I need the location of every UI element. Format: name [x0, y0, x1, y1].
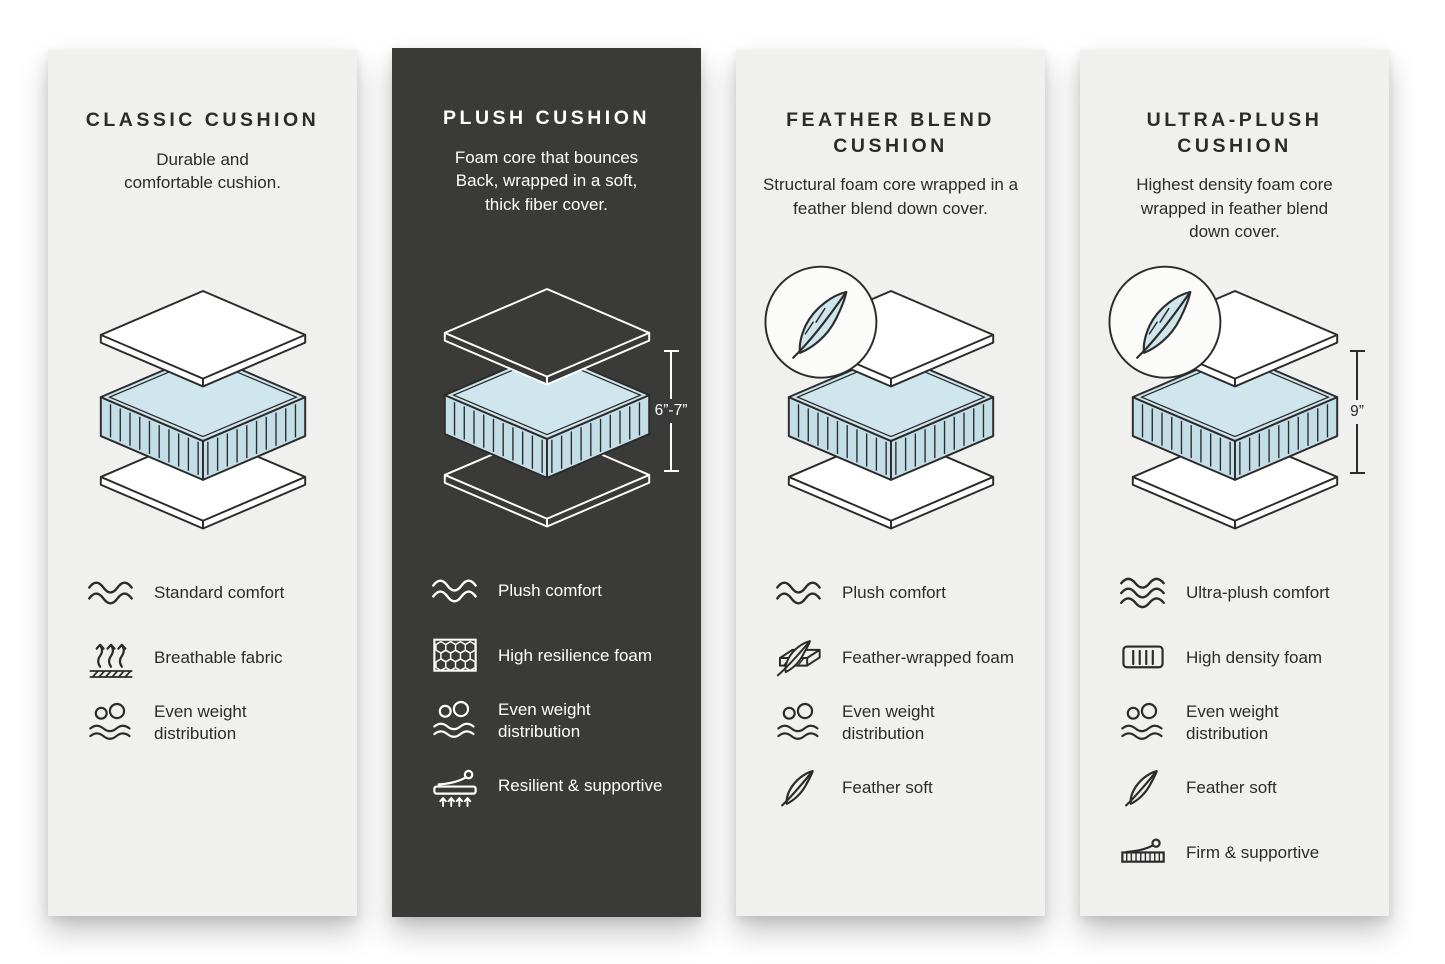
feature-row: Even weight distribution — [86, 700, 347, 746]
cushion-diagram — [736, 256, 1045, 548]
card-classic-cushion: CLASSIC CUSHION Durable and comfortable … — [48, 50, 357, 916]
card-description: Foam core that bounces Back, wrapped in … — [454, 147, 639, 214]
feature-row: Even weight distribution — [430, 698, 691, 744]
feature-label: Even weight distribution — [1186, 701, 1279, 743]
firm-supportive-icon — [1118, 830, 1168, 876]
feature-label: Standard comfort — [154, 582, 285, 602]
feather-badge-icon — [763, 265, 877, 379]
cushion-stack-illustration — [99, 290, 306, 530]
feature-label: Feather soft — [1186, 777, 1277, 797]
height-measurement: 6”-7” — [653, 350, 689, 472]
feature-row: Standard comfort — [86, 570, 347, 616]
card-ultra-plush-cushion: ULTRA-PLUSH CUSHION Highest density foam… — [1080, 50, 1389, 916]
measure-label: 6”-7” — [653, 399, 689, 423]
feature-row: Resilient & supportive — [430, 763, 691, 809]
feature-label: Feather soft — [842, 777, 933, 797]
card-description: Structural foam core wrapped in a feathe… — [762, 175, 1019, 218]
feather-wrapped-foam-icon — [774, 635, 824, 681]
card-title: PLUSH CUSHION — [443, 107, 650, 129]
measure-cap-top — [1349, 350, 1365, 352]
feature-row: Even weight distribution — [1118, 700, 1379, 746]
wave-icon — [774, 570, 824, 616]
feature-row: Even weight distribution — [774, 700, 1035, 746]
wave-icon — [86, 570, 136, 616]
feature-label: Firm & supportive — [1186, 842, 1320, 862]
even-weight-icon — [774, 700, 824, 746]
even-weight-icon — [1118, 700, 1168, 746]
measure-label: 9” — [1349, 400, 1365, 424]
cushion-stack-illustration — [443, 288, 650, 528]
even-weight-icon — [430, 698, 480, 744]
feature-label: High density foam — [1186, 647, 1323, 667]
cushion-stack-illustration — [1107, 265, 1338, 530]
feature-row: Plush comfort — [774, 570, 1035, 616]
high-density-foam-icon — [1118, 635, 1168, 681]
card-title: FEATHER BLEND CUSHION — [786, 109, 995, 157]
cushion-diagram — [1080, 256, 1389, 548]
feature-label: Even weight distribution — [154, 701, 247, 743]
feature-row: Feather-wrapped foam — [774, 635, 1035, 681]
feather-icon — [1118, 765, 1168, 811]
measure-cap-bottom — [1349, 472, 1365, 474]
feature-list: Ultra-plush comfort High density foam Ev… — [1118, 570, 1379, 895]
feature-row: Feather soft — [1118, 765, 1379, 811]
cushion-diagram — [48, 256, 357, 548]
feature-label: Feather-wrapped foam — [842, 647, 1014, 667]
feature-row: High resilience foam — [430, 633, 691, 679]
height-measurement: 9” — [1349, 350, 1365, 474]
feature-label: Ultra-plush comfort — [1186, 582, 1330, 602]
feature-label: Resilient & supportive — [498, 775, 663, 795]
feature-row: High density foam — [1118, 635, 1379, 681]
measure-cap-bottom — [663, 470, 679, 472]
resilient-supportive-icon — [430, 763, 480, 809]
card-feather-blend-cushion: FEATHER BLEND CUSHION Structural foam co… — [736, 50, 1045, 916]
wave-icon — [430, 568, 480, 614]
feather-badge-icon — [1107, 265, 1221, 379]
feature-list: Standard comfort Breathable fabric Even … — [86, 570, 347, 765]
cushion-stack-illustration — [763, 265, 994, 530]
honeycomb-foam-icon — [430, 633, 480, 679]
feature-row: Feather soft — [774, 765, 1035, 811]
feature-label: Even weight distribution — [842, 701, 935, 743]
card-plush-cushion: PLUSH CUSHION Foam core that bounces Bac… — [392, 48, 701, 917]
feather-icon — [774, 765, 824, 811]
feature-label: Breathable fabric — [154, 647, 283, 667]
feature-label: Even weight distribution — [498, 699, 591, 741]
feature-row: Ultra-plush comfort — [1118, 570, 1379, 616]
card-description: Highest density foam core wrapped in fea… — [1136, 175, 1333, 242]
feature-label: Plush comfort — [842, 582, 946, 602]
card-title: CLASSIC CUSHION — [85, 109, 320, 131]
feature-label: Plush comfort — [498, 580, 602, 600]
triple-wave-icon — [1118, 570, 1168, 616]
feature-row: Plush comfort — [430, 568, 691, 614]
card-title: ULTRA-PLUSH CUSHION — [1146, 109, 1323, 157]
even-weight-icon — [86, 700, 136, 746]
measure-cap-top — [663, 350, 679, 352]
feature-row: Firm & supportive — [1118, 830, 1379, 876]
feature-label: High resilience foam — [498, 645, 653, 665]
feature-list: Plush comfort Feather-wrapped foam Even … — [774, 570, 1035, 830]
breathable-fabric-icon — [86, 635, 136, 681]
card-description: Durable and comfortable cushion. — [124, 149, 281, 193]
feature-row: Breathable fabric — [86, 635, 347, 681]
feature-list: Plush comfort High resilience foam Even … — [430, 568, 691, 828]
